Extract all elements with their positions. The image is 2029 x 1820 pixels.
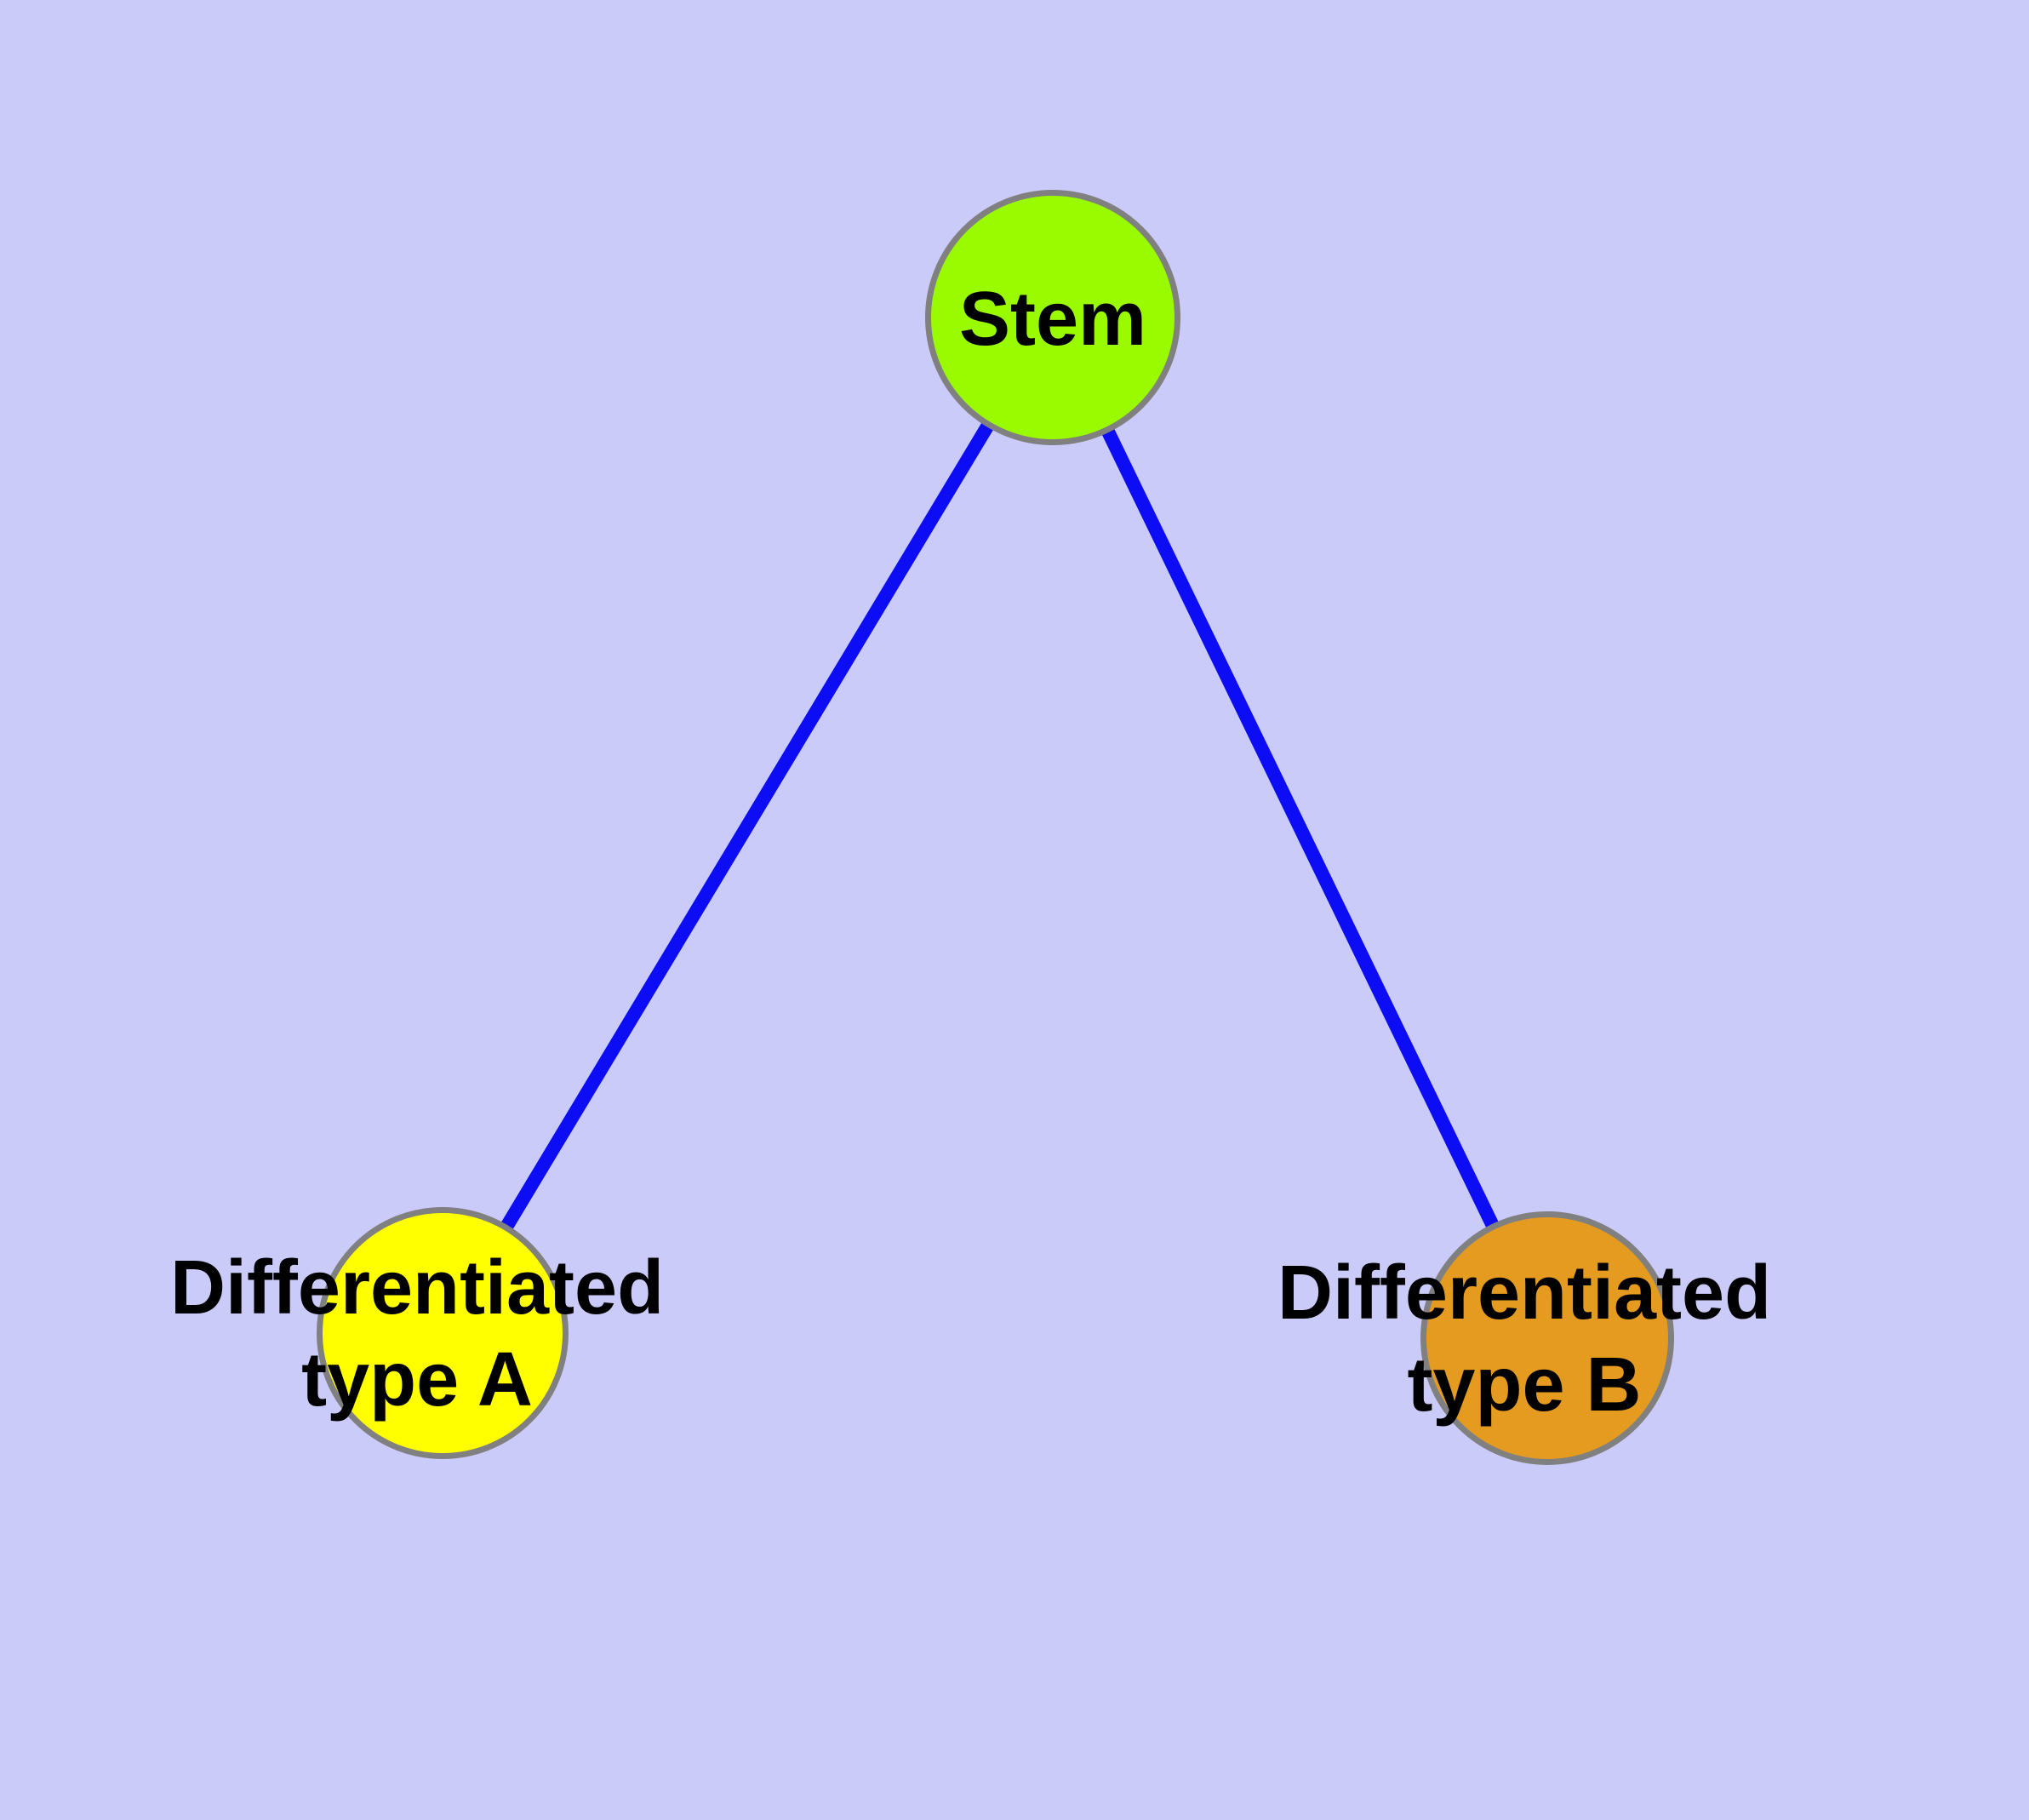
node-differentiated-type-b xyxy=(1420,1211,1674,1465)
node-stem-label: Stem xyxy=(958,277,1147,362)
node-differentiated-type-a xyxy=(317,1207,569,1459)
node-differentiated-type-b-label: Differentiated type B xyxy=(1277,1251,1772,1428)
edge-stem-to-type-b xyxy=(1046,314,1554,1342)
edge-stem-to-type-a xyxy=(437,313,1059,1337)
node-stem xyxy=(925,190,1180,445)
node-differentiated-type-a-label: Differentiated type A xyxy=(169,1245,665,1422)
